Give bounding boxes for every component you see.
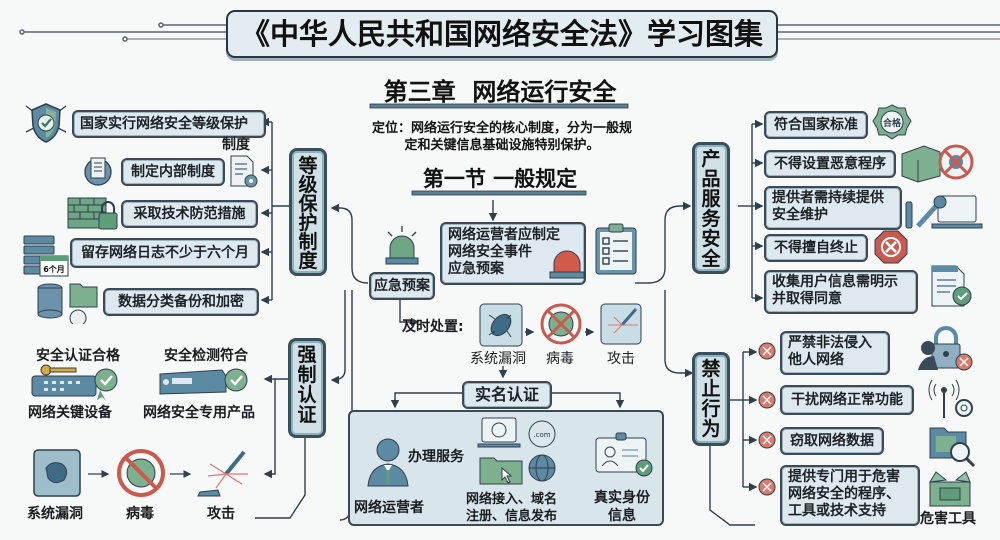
cert-bottom-1: 网络关键设备 — [28, 405, 112, 421]
vulnerability-icon — [33, 449, 81, 497]
folder-search-icon — [929, 427, 976, 468]
laptop-globe-icon — [477, 417, 521, 448]
emergency-chain-2: 病毒 — [546, 351, 574, 367]
hacker-lock-icon — [918, 326, 973, 371]
product-item-5[interactable]: 收集用户信息需明示 并取得同意 — [764, 270, 918, 314]
cert-chain-1: 系统漏洞 — [27, 506, 83, 522]
identity-line2: 信息 — [608, 508, 636, 524]
forbidden-icon — [758, 478, 776, 496]
chapter-positioning-line2: 定和关键信息基础设施特别保护。 — [404, 138, 600, 153]
product-item-2[interactable]: 不得设置恶意程序 — [764, 150, 896, 178]
document-gear-icon — [230, 155, 258, 188]
mandatory-cert-text: 强制认证 — [297, 344, 317, 426]
page-title: 《中华人民共和国网络安全法》学习图集 — [240, 17, 763, 51]
prohibited-item-4[interactable]: 提供专门用于危害 网络安全的程序、 工具或技术支持 — [780, 465, 920, 526]
forbidden-icon — [758, 342, 776, 360]
virus-prohibited-icon — [540, 303, 582, 345]
globe-cursor-icon — [528, 454, 556, 482]
identity-line1: 真实身份 — [594, 490, 650, 506]
database-folder-lock-icon — [37, 283, 98, 324]
level-item-4[interactable]: 留存网络日志不少于六个月 — [70, 238, 260, 268]
qualified-seal-icon: 合格 — [872, 104, 912, 140]
box-no-malware-icon — [901, 144, 974, 183]
level-item-1-line2: 制度 — [222, 137, 250, 153]
toolbox-icon — [929, 471, 971, 507]
level-item-1[interactable]: 国家实行网络安全等级保护 — [72, 110, 266, 138]
section-heading: 第一节 一般规定 — [422, 167, 578, 191]
firewall-lock-icon — [67, 197, 118, 230]
folder-cursor-icon — [479, 457, 523, 485]
cert-top-2: 安全检测符合 — [164, 348, 248, 364]
checklist-icon — [595, 223, 637, 275]
six-month-badge: 6个月 — [43, 264, 65, 274]
cert-bottom-2: 网络安全专用产品 — [143, 405, 255, 421]
services-line1: 网络接入、域名 — [466, 492, 558, 507]
seal-text: 合格 — [883, 117, 902, 129]
cert-top-1: 安全认证合格 — [36, 348, 120, 364]
level-item-3[interactable]: 采取技术防范措施 — [121, 200, 258, 228]
prohibited-item-2[interactable]: 干扰网络正常功能 — [780, 385, 914, 415]
laser-attack-icon — [197, 450, 248, 497]
prohibited-item-1[interactable]: 严禁非法侵入 他人网络 — [780, 331, 890, 375]
stop-x-icon — [874, 230, 908, 264]
wrench-laptop-icon — [905, 195, 983, 229]
level-protection-text: 等级保护制度 — [298, 155, 318, 272]
chapter-positioning-line1: 定位：网络运行安全的核心制度，分为一般规 — [371, 121, 632, 136]
operator-person-icon — [367, 438, 409, 487]
product-security-label[interactable]: 产品服务安全 — [692, 142, 730, 274]
real-name-label[interactable]: 实名认证 — [462, 381, 552, 409]
cert-chain-2: 病毒 — [126, 506, 154, 522]
services-line2: 注册、信息发布 — [466, 509, 558, 524]
product-security-text: 产品服务安全 — [701, 148, 721, 270]
appliance-badge-icon — [159, 368, 248, 395]
red-alarm-icon — [549, 250, 585, 279]
id-card-icon — [595, 432, 653, 477]
product-item-4[interactable]: 不得擅自终止 — [764, 234, 868, 262]
title-banner: 《中华人民共和国网络安全法》学习图集 — [226, 10, 778, 58]
level-protection-label[interactable]: 等级保护制度 — [289, 148, 327, 276]
emergency-plan-box[interactable]: 网络运营者应制定 网络安全事件 应急预案 — [440, 222, 586, 285]
emergency-chain-1: 系统漏洞 — [470, 351, 526, 367]
forbidden-icon — [758, 391, 776, 409]
virus-prohibited-icon — [117, 449, 165, 497]
document-check-icon — [931, 265, 972, 307]
forbidden-icon — [758, 431, 776, 449]
device-key-badge-icon — [31, 364, 118, 401]
laser-attack-icon — [600, 303, 642, 345]
green-siren-icon — [385, 226, 419, 265]
chapter-heading: 第三章 网络运行安全 — [383, 78, 617, 106]
server-calendar-icon: 6个月 — [23, 235, 69, 277]
operator-label: 网络运营者 — [354, 500, 424, 516]
service-label: 办理服务 — [408, 449, 464, 465]
bug-icon — [479, 303, 523, 347]
level-item-5[interactable]: 数据分类备份和加密 — [103, 288, 259, 316]
mandatory-cert-label[interactable]: 强制认证 — [288, 338, 326, 438]
cert-chain-3: 攻击 — [207, 506, 235, 522]
domain-globe-icon: .com — [528, 420, 556, 448]
prohibited-item-3[interactable]: 窃取网络数据 — [780, 427, 884, 455]
handle-label: 及时处置: — [402, 319, 464, 335]
svg-text:.com: .com — [533, 431, 550, 439]
prohibited-label[interactable]: 禁止行为 — [692, 352, 730, 446]
emergency-chain-3: 攻击 — [607, 351, 635, 367]
emergency-label[interactable]: 应急预案 — [369, 272, 435, 300]
prohibited-text: 禁止行为 — [701, 358, 721, 440]
level-item-2[interactable]: 制定内部制度 — [121, 158, 225, 186]
gear-document-icon — [84, 157, 112, 186]
product-item-3[interactable]: 提供者需持续提供 安全维护 — [764, 186, 902, 230]
tool-caption: 危害工具 — [920, 511, 976, 527]
shield-check-icon — [25, 103, 67, 143]
antenna-gear-icon — [928, 379, 973, 418]
product-item-1[interactable]: 符合国家标准 — [764, 111, 868, 139]
cert-chain-arrows — [88, 470, 192, 478]
